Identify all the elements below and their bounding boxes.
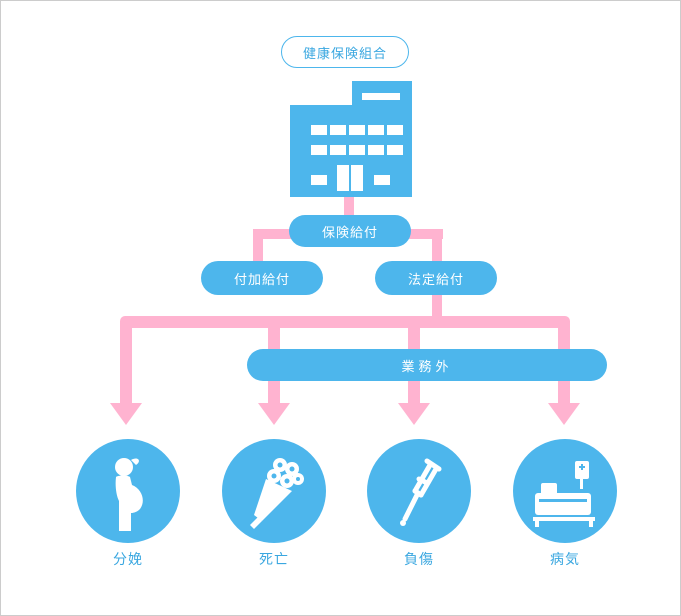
category-label-childbirth: 分娩 <box>113 552 143 568</box>
category-label-death: 死亡 <box>259 552 289 568</box>
additional-benefits-node: 付加給付 <box>201 261 323 295</box>
childbirth-circle <box>76 439 180 543</box>
building-icon <box>290 81 412 197</box>
category-label-injury: 負傷 <box>404 552 434 568</box>
flower-bouquet-icon <box>250 458 304 529</box>
category-label-illness: 病気 <box>550 552 580 568</box>
hospital-bed-icon <box>533 461 595 527</box>
injury-circle <box>367 439 471 543</box>
pregnant-woman-icon <box>115 458 143 531</box>
death-circle <box>222 439 326 543</box>
statutory-benefits-node: 法定給付 <box>375 261 497 295</box>
health-insurance-association-label: 健康保険組合 <box>281 36 409 68</box>
crutch-icon <box>400 458 442 526</box>
outside-work-node: 業務外 <box>247 349 607 381</box>
insurance-benefits-node: 保険給付 <box>289 215 411 247</box>
illness-circle <box>513 439 617 543</box>
